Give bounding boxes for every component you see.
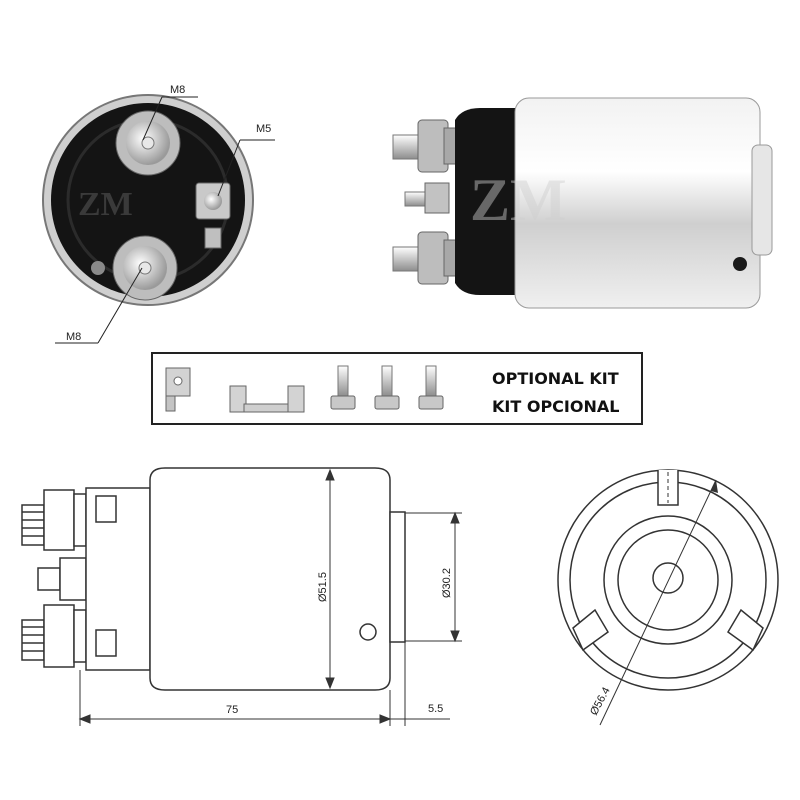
side-drawing <box>21 467 406 691</box>
terminal-stud-bottom <box>112 235 178 301</box>
terminal-stud-top <box>115 110 181 176</box>
kit-label-es: KIT OPCIONAL <box>492 397 619 416</box>
kit-screw-3 <box>418 365 444 410</box>
screw-head <box>91 261 105 275</box>
photo-terminal-top <box>392 119 463 173</box>
optional-kit-box: OPTIONAL KIT KIT OPCIONAL <box>151 352 643 425</box>
dim-body-diameter: Ø51.5 <box>317 572 329 602</box>
label-top-stud: M8 <box>170 84 185 96</box>
vent-hole <box>733 257 747 271</box>
dim-end-diameter: Ø56.4 <box>588 685 613 717</box>
kit-screw-1 <box>330 365 356 410</box>
terminal-small <box>195 182 231 249</box>
dim-boss-length: 5.5 <box>428 703 443 715</box>
kit-screw-2 <box>374 365 400 410</box>
kit-label-en: OPTIONAL KIT <box>492 369 619 388</box>
end-view-photo: ZM M8 M5 M8 <box>42 84 275 344</box>
label-side-stud: M5 <box>256 123 271 135</box>
watermark-logo-side: ZM <box>470 167 567 233</box>
end-drawing <box>557 469 779 726</box>
photo-terminal-middle <box>404 182 450 214</box>
side-drawing-dimensions <box>78 468 462 726</box>
dim-boss-diameter: Ø30.2 <box>441 568 453 598</box>
kit-strap <box>229 385 305 413</box>
label-bottom-stud: M8 <box>66 331 81 343</box>
cap <box>455 108 520 295</box>
dim-length: 75 <box>226 704 238 716</box>
side-view-photo: ZM <box>392 97 773 309</box>
photo-terminal-bottom <box>392 231 463 285</box>
kit-spade-connector <box>165 367 191 412</box>
watermark-logo: ZM <box>78 186 133 223</box>
